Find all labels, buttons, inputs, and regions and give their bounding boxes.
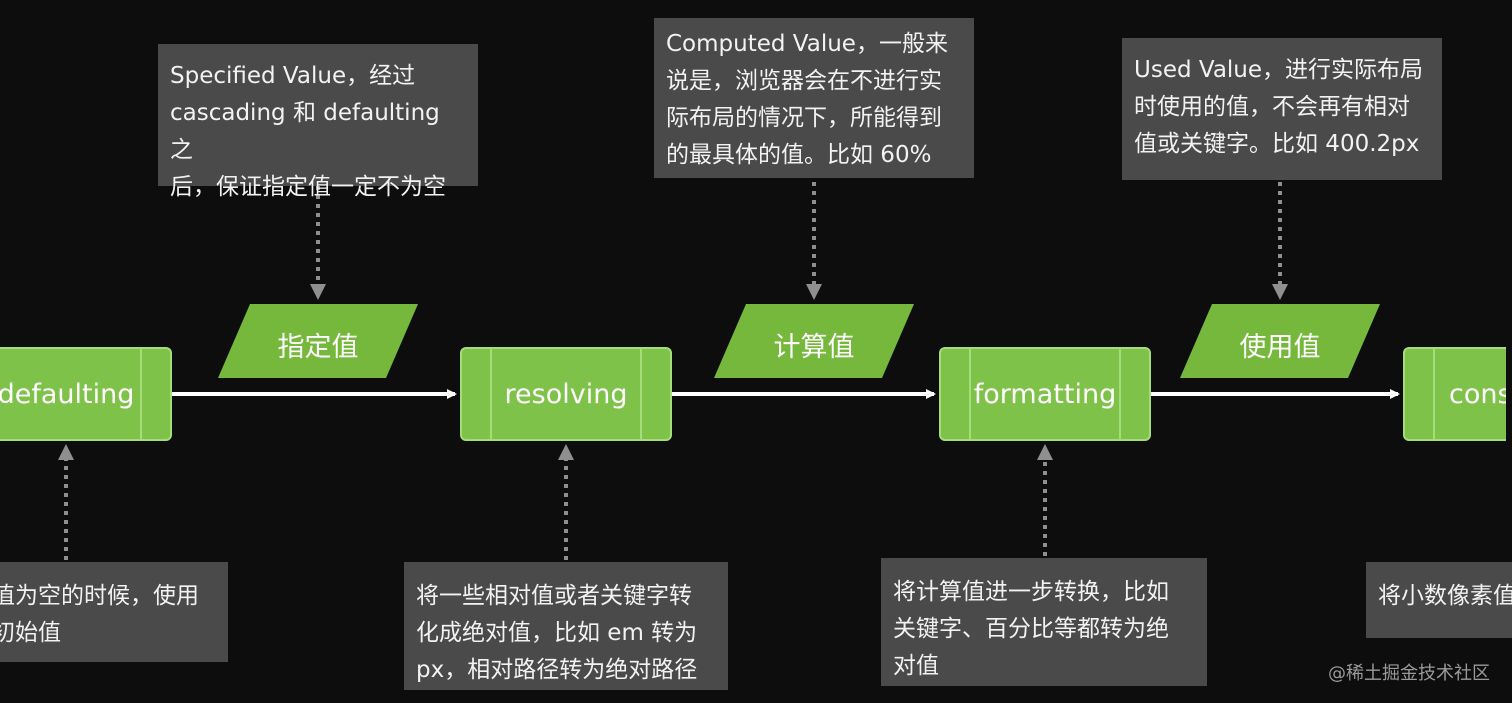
note-computed-value: Computed Value，一般来 说是，浏览器会在不进行实 际布局的情况下，…	[654, 18, 974, 178]
process-resolving: resolving	[460, 347, 672, 441]
value-label: 使用值	[1240, 332, 1321, 363]
note-defaulting: 值为空的时候，使用 初始值	[0, 562, 228, 662]
watermark: @稀土掘金技术社区	[1328, 663, 1490, 684]
note-resolving: 将一些相对值或者关键字转 化成绝对值，比如 em 转为 px，相对路径转为绝对路…	[404, 562, 728, 690]
value-computed: 计算值	[714, 304, 914, 378]
note-formatting: 将计算值进一步转换，比如 关键字、百分比等都转为绝 对值	[881, 558, 1207, 686]
value-specified: 指定值	[218, 304, 418, 378]
process-defaulting: defaulting	[0, 347, 172, 441]
process-cons: cons	[1403, 347, 1512, 441]
process-formatting: formatting	[939, 347, 1151, 441]
process-label: defaulting	[0, 379, 134, 410]
process-label: formatting	[974, 379, 1116, 410]
note-specified-value: Specified Value，经过 cascading 和 defaultin…	[158, 44, 478, 200]
value-label: 指定值	[278, 332, 359, 363]
note-used-value: Used Value，进行实际布局 时使用的值，不会再有相对 值或关键字。比如 …	[1122, 38, 1442, 180]
process-label: resolving	[505, 379, 628, 410]
value-used: 使用值	[1180, 304, 1380, 378]
process-label: cons	[1449, 379, 1512, 410]
value-label: 计算值	[774, 332, 855, 363]
note-cons: 将小数像素值	[1366, 562, 1512, 638]
